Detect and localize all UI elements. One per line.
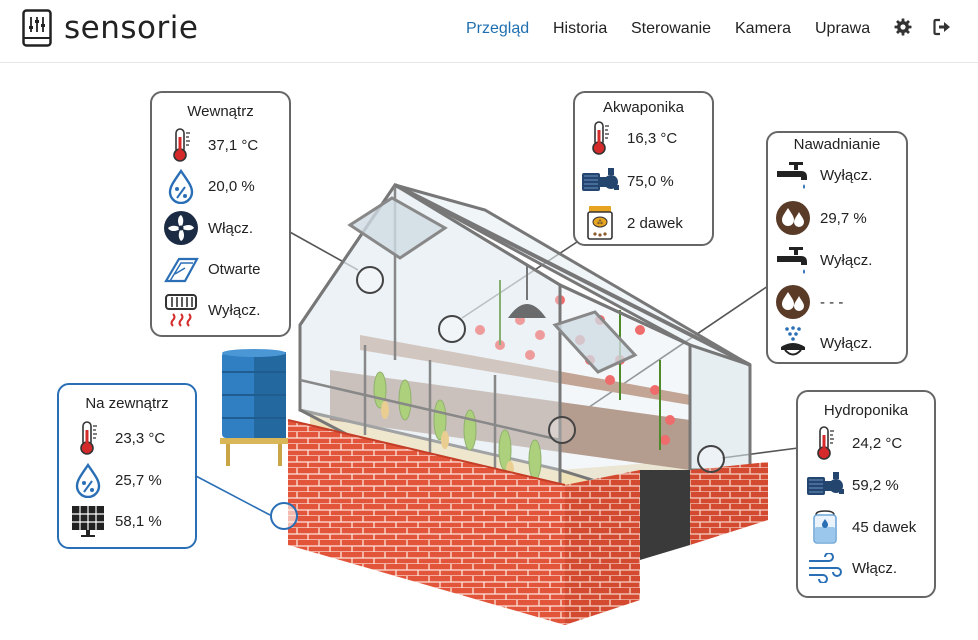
zewnatrz-humidity-value: 25,7 % (115, 471, 162, 489)
tablet-sliders-icon (22, 9, 52, 47)
nav-item-sterowanie[interactable]: Sterowanie (631, 20, 712, 37)
marker-na-zewnatrz[interactable] (270, 502, 298, 530)
card-title: Akwaponika (603, 99, 684, 116)
humidity-drop-icon (168, 168, 194, 204)
water-barrel (220, 349, 288, 466)
wewnatrz-humidity-value: 20,0 % (208, 177, 255, 195)
thermometer-icon (817, 426, 834, 460)
hydroponika-row-temperature: 24,2 °C (806, 424, 902, 462)
wewnatrz-row-temperature: 37,1 °C (162, 126, 258, 164)
thermometer-icon (173, 128, 190, 162)
zewnatrz-row-humidity: 25,7 % (69, 461, 162, 499)
sprinkler-icon (781, 326, 805, 356)
wewnatrz-temperature-value: 37,1 °C (208, 136, 259, 154)
gear-icon[interactable] (894, 18, 912, 36)
wewnatrz-row-window: Otwarte (162, 250, 261, 288)
wewnatrz-row-humidity: 20,0 % (162, 167, 255, 205)
marker-akwaponika[interactable] (438, 315, 466, 343)
akwaponika-pump-value: 75,0 % (627, 172, 674, 190)
lamp (508, 266, 546, 318)
fish-food-icon: ⁂ (587, 206, 613, 240)
akwaponika-feeder-value: 2 dawek (627, 214, 683, 232)
card-title: Wewnątrz (187, 103, 254, 120)
akwaponika-row-pump: 75,0 % (581, 162, 674, 200)
humidity-drop-icon (75, 462, 101, 498)
soil-moisture-icon (776, 201, 810, 235)
card-hydroponika[interactable]: Hydroponika 24,2 °C 59,2 % 45 dawek Włąc… (796, 390, 936, 598)
card-title: Nawadnianie (793, 136, 881, 153)
pump-icon (807, 472, 844, 495)
nawadnianie-row-soil-1: 29,7 % (774, 199, 867, 237)
greenhouse-illustration (193, 182, 799, 625)
air-flow-icon (809, 553, 842, 583)
app-logo[interactable]: sensorie (22, 9, 198, 47)
hydroponika-row-aeration: Włącz. (806, 549, 897, 587)
zewnatrz-solar-value: 58,1 % (115, 512, 162, 530)
nawadnianie-soil-2-value: - - - (820, 293, 844, 311)
pump-icon (582, 168, 619, 191)
window-vent-icon (164, 257, 199, 283)
zewnatrz-row-temperature: 23,3 °C (69, 419, 165, 457)
solar-panel-icon (72, 506, 104, 537)
svg-text:⁂: ⁂ (597, 220, 603, 227)
nav-item-uprawa[interactable]: Uprawa (815, 20, 871, 37)
nawadnianie-row-sprinkler: Wyłącz. (774, 324, 872, 362)
akwaponika-temperature-value: 16,3 °C (627, 129, 678, 147)
akwaponika-row-temperature: 16,3 °C (581, 119, 677, 157)
hydroponika-aeration-value: Włącz. (852, 559, 897, 577)
wewnatrz-heater-value: Wyłącz. (208, 301, 261, 319)
card-na-zewnatrz[interactable]: Na zewnątrz 23,3 °C 25,7 % 58,1 % (57, 383, 197, 549)
nawadnianie-soil-1-value: 29,7 % (820, 209, 867, 227)
marker-nawadnianie[interactable] (548, 416, 576, 444)
zewnatrz-temperature-value: 23,3 °C (115, 429, 166, 447)
app-name: sensorie (64, 10, 199, 46)
nutrient-tank-icon (813, 510, 837, 544)
wewnatrz-row-fan: Włącz. (162, 209, 253, 247)
faucet-icon (777, 162, 807, 189)
nav-item-kamera[interactable]: Kamera (735, 20, 792, 37)
card-akwaponika[interactable]: Akwaponika 16,3 °C 75,0 % ⁂ 2 dawek (573, 91, 714, 246)
fan-icon (164, 211, 198, 245)
marker-wewnatrz[interactable] (356, 266, 384, 294)
top-navigation-bar: sensorie Przegląd Historia Sterowanie Ka… (0, 0, 978, 63)
faucet-icon (777, 247, 807, 274)
card-title: Na zewnątrz (85, 395, 169, 412)
nawadnianie-row-soil-2: - - - (774, 283, 843, 321)
wewnatrz-row-heater: Wyłącz. (162, 291, 260, 329)
soil-moisture-icon (776, 285, 810, 319)
hydroponika-row-pump: 59,2 % (806, 466, 899, 504)
hydroponika-pump-value: 59,2 % (852, 476, 899, 494)
card-title: Hydroponika (823, 402, 909, 419)
wewnatrz-fan-value: Włącz. (208, 219, 253, 237)
wewnatrz-window-value: Otwarte (208, 260, 261, 278)
main-nav: Przegląd Historia Sterowanie Kamera Upra… (0, 20, 978, 40)
nav-item-przeglad[interactable]: Przegląd (466, 20, 530, 37)
hydroponika-temperature-value: 24,2 °C (852, 434, 903, 452)
nawadnianie-valve-2-value: Wyłącz. (820, 251, 873, 269)
hydroponika-row-nutrients: 45 dawek (806, 508, 916, 546)
thermometer-icon (80, 421, 97, 455)
zewnatrz-row-solar: 58,1 % (69, 502, 162, 540)
nav-item-historia[interactable]: Historia (553, 20, 608, 37)
akwaponika-row-feeder: ⁂ 2 dawek (581, 204, 683, 242)
nawadnianie-valve-1-value: Wyłącz. (820, 166, 873, 184)
thermometer-icon (592, 121, 609, 155)
card-nawadnianie[interactable]: Nawadnianie Wyłącz. 29,7 % Wyłącz. - - -… (766, 131, 908, 364)
hydroponika-nutrients-value: 45 dawek (852, 518, 917, 536)
card-wewnatrz[interactable]: Wewnątrz 37,1 °C 20,0 % Włącz. Otwarte W… (150, 91, 291, 337)
nawadnianie-row-valve-1: Wyłącz. (774, 156, 872, 194)
logout-icon[interactable] (933, 18, 951, 36)
marker-hydroponika[interactable] (697, 445, 725, 473)
nawadnianie-row-valve-2: Wyłącz. (774, 241, 872, 279)
nawadnianie-sprinkler-value: Wyłącz. (820, 334, 873, 352)
heater-icon (165, 294, 197, 327)
